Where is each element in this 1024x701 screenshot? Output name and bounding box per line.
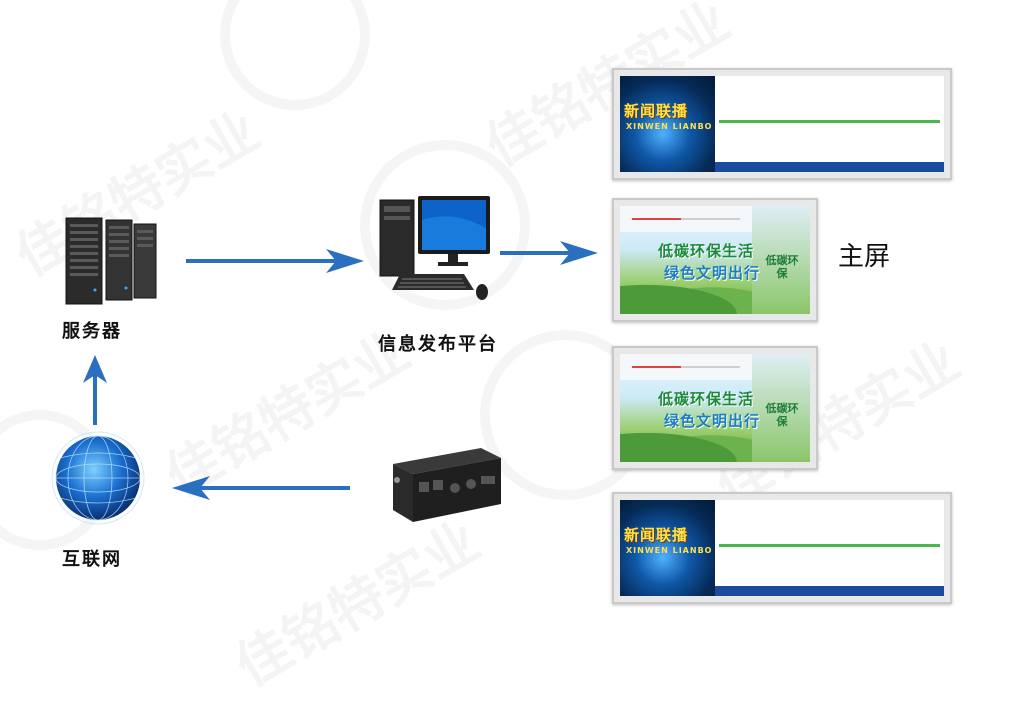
- eco-side-panel: 低碳环保: [752, 206, 810, 314]
- progress-track: [632, 366, 740, 368]
- eco-side-text: 低碳环保: [765, 254, 799, 280]
- progress-fill: [632, 366, 681, 368]
- main-screen-label: 主屏: [838, 242, 891, 272]
- watermark-logo: [220, 0, 370, 110]
- route-footer: [715, 162, 944, 172]
- desktop-computer-icon: [379, 196, 490, 300]
- news-title: 新闻联播: [624, 526, 689, 544]
- route-map: [715, 76, 944, 172]
- display-screen-news: 新闻联播 XINWEN LIANBO: [612, 68, 952, 180]
- display-screen-eco: 低碳环保 低碳环保生活 绿色文明出行: [612, 346, 818, 470]
- landscape: [620, 428, 752, 462]
- eco-slogan-1: 低碳环保生活: [658, 390, 755, 408]
- route-line: [719, 544, 940, 548]
- eco-slogan-2: 绿色文明出行: [664, 264, 761, 282]
- arrow-left-icon: [172, 476, 350, 500]
- arrow-right-icon: [186, 249, 364, 273]
- eco-slogan-1: 低碳环保生活: [658, 242, 755, 260]
- route-line: [719, 120, 940, 124]
- eco-side-panel: 低碳环保: [752, 354, 810, 462]
- display-screen-news: 新闻联播 XINWEN LIANBO: [612, 492, 952, 604]
- display-screen-eco-main: 低碳环保 低碳环保生活 绿色文明出行: [612, 198, 818, 322]
- server-rack-icon: [65, 217, 157, 305]
- globe-icon: [51, 431, 145, 525]
- media-player-device-icon: [393, 448, 501, 522]
- server-label: 服务器: [62, 321, 122, 342]
- news-subtitle: XINWEN LIANBO: [626, 546, 713, 555]
- arrow-up-icon: [83, 355, 107, 425]
- arrow-right-icon: [500, 241, 598, 265]
- progress-track: [632, 218, 740, 220]
- news-panel: 新闻联播 XINWEN LIANBO: [620, 76, 715, 172]
- route-footer: [715, 586, 944, 596]
- landscape: [620, 280, 752, 314]
- platform-label: 信息发布平台: [378, 334, 498, 355]
- news-title: 新闻联播: [624, 102, 689, 120]
- news-subtitle: XINWEN LIANBO: [626, 122, 713, 131]
- route-map: [715, 500, 944, 596]
- eco-side-text: 低碳环保: [765, 402, 799, 428]
- progress-fill: [632, 218, 681, 220]
- news-panel: 新闻联播 XINWEN LIANBO: [620, 500, 715, 596]
- eco-slogan-2: 绿色文明出行: [664, 412, 761, 430]
- internet-label: 互联网: [62, 549, 122, 570]
